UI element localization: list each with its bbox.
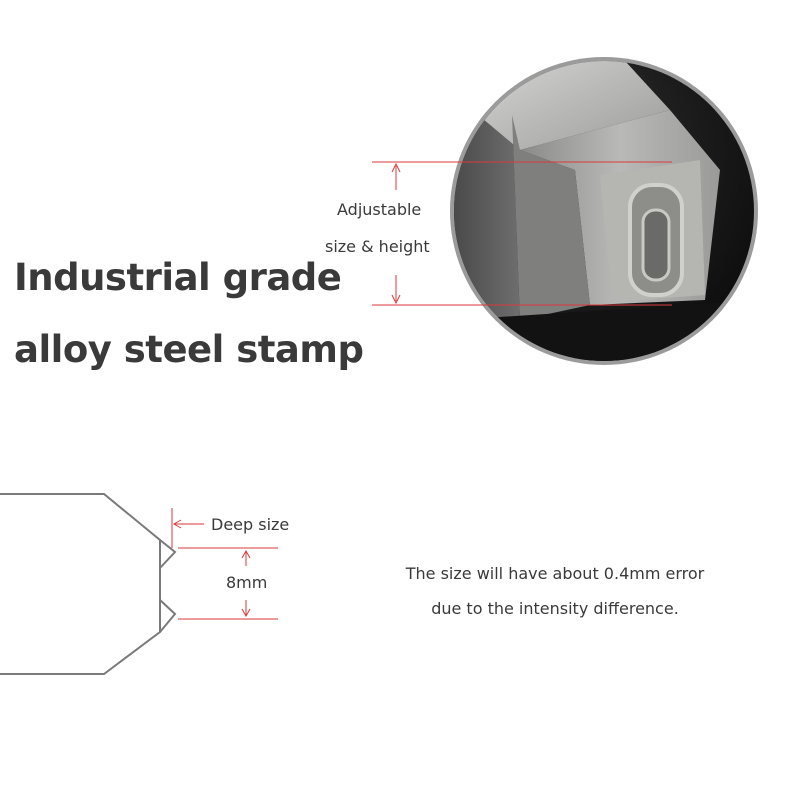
stamp-tip-upper: [159, 539, 177, 569]
up-arrow-head: [391, 162, 401, 173]
error-note-line-2: due to the intensity difference.: [431, 599, 679, 618]
adjustable-label: Adjustable: [337, 200, 422, 219]
dim-up-head: [241, 549, 251, 559]
deep-size-arrow-head: [172, 519, 182, 529]
error-note-line-1: The size will have about 0.4mm error: [405, 564, 705, 583]
down-arrow-head: [391, 294, 401, 305]
headline-line-2: alloy steel stamp: [14, 328, 364, 371]
stamp-outline: [0, 493, 161, 675]
size-height-label: size & height: [325, 237, 430, 256]
headline-line-1: Industrial grade: [14, 256, 342, 299]
deep-size-label: Deep size: [211, 515, 290, 534]
size-8mm-label: 8mm: [226, 573, 268, 592]
dim-down-head: [241, 608, 251, 618]
stamp-tip-lower: [159, 599, 177, 633]
